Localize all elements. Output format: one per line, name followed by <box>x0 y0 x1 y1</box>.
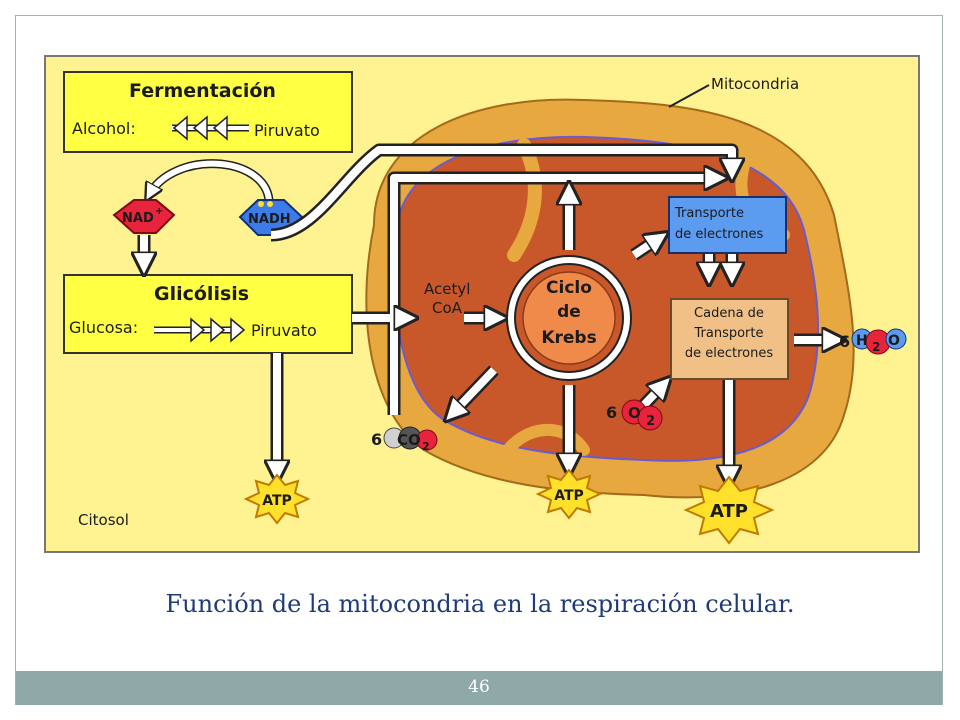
electron-transport-box: Transporte de electrones <box>668 196 787 254</box>
atp-burst-glycolysis: ATP <box>243 473 311 525</box>
atp-burst-krebs: ATP <box>535 468 603 520</box>
electron-chain-line1: Cadena de <box>694 306 764 321</box>
o2-coefficient: 6 <box>606 403 617 422</box>
mitochondria-label: Mitocondria <box>711 75 799 93</box>
nad-superscript: + <box>155 206 163 217</box>
electron-chain-box: Cadena de Transporte de electrones <box>670 298 789 380</box>
mitochondria-pointer <box>668 84 710 108</box>
respiration-diagram: Mitocondria Fermentación Alcohol: Piruva… <box>44 55 920 553</box>
cytosol-label: Citosol <box>78 511 129 529</box>
glycolysis-box: Glicólisis Glucosa: Piruvato <box>63 274 353 354</box>
fermentation-title: Fermentación <box>129 80 276 102</box>
fermentation-box: Fermentación Alcohol: Piruvato <box>63 71 353 153</box>
co2-formula: CO <box>397 431 421 449</box>
electron-chain-line2: Transporte <box>694 326 764 341</box>
fermentation-pyruvate-label: Piruvato <box>254 121 320 140</box>
h2o-hydrogen: H <box>856 333 868 349</box>
co2-molecule: 6 CO 2 <box>371 426 438 453</box>
atp-label-krebs: ATP <box>554 488 584 504</box>
krebs-label-line2: de <box>557 302 581 322</box>
pathway-arrows <box>144 143 837 480</box>
krebs-label-line1: Ciclo <box>546 278 592 298</box>
glycolysis-pyruvate-label: Piruvato <box>251 321 317 340</box>
o2-subscript: 2 <box>646 414 655 429</box>
o2-formula: O <box>628 404 641 422</box>
glycolysis-title: Glicólisis <box>154 283 249 305</box>
acetyl-coa-label-line1: Acetyl <box>424 280 470 298</box>
krebs-label-line3: Krebs <box>541 328 596 348</box>
electron-chain-line3: de electrones <box>685 346 773 361</box>
fermentation-alcohol-label: Alcohol: <box>72 119 136 138</box>
nad-hexagon: NAD + <box>112 199 176 234</box>
footer-bar: 46 <box>16 671 942 705</box>
o2-molecule: 6 O 2 <box>606 399 663 431</box>
nadh-label: NADH <box>248 212 291 227</box>
nad-label: NAD <box>122 211 154 226</box>
glycolysis-glucose-label: Glucosa: <box>69 318 138 337</box>
h2o-molecule: 6 H 2 O <box>839 328 907 355</box>
h2o-subscript: 2 <box>872 340 880 354</box>
h2o-coefficient: 6 <box>839 332 850 351</box>
co2-coefficient: 6 <box>371 430 382 449</box>
krebs-cycle: Ciclo de Krebs <box>506 255 632 381</box>
h2o-oxygen: O <box>888 333 900 349</box>
co2-subscript: 2 <box>422 440 430 453</box>
electron-transport-line1: Transporte <box>674 206 744 221</box>
atp-label-glycolysis: ATP <box>262 493 292 509</box>
atp-label-electron-chain: ATP <box>710 501 748 522</box>
atp-burst-electron-chain: ATP <box>683 475 775 545</box>
electron-transport-line2: de electrones <box>675 227 763 242</box>
acetyl-coa-label-line2: CoA <box>432 299 463 317</box>
page-number: 46 <box>468 677 490 697</box>
slide-caption: Función de la mitocondria en la respirac… <box>165 590 795 618</box>
